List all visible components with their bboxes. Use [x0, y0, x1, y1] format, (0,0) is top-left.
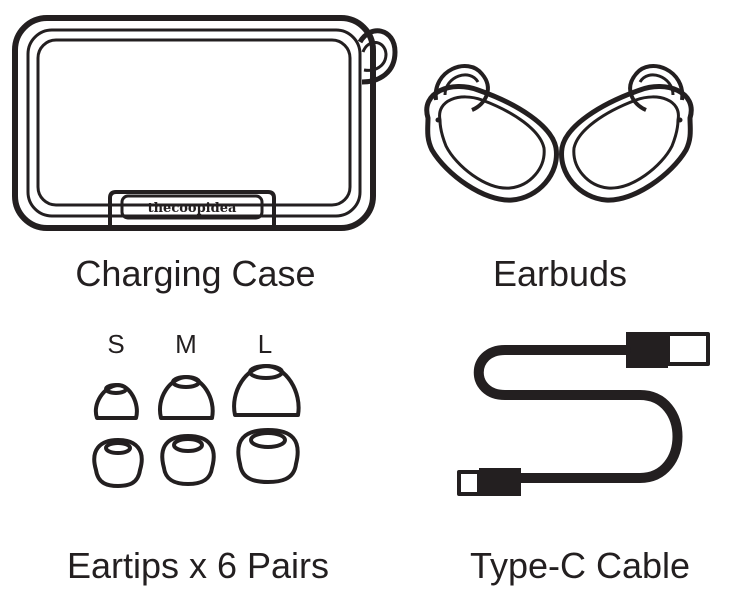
size-label-s: S — [107, 329, 125, 359]
left-earbud-icon — [424, 64, 559, 203]
eartip-m-bottom — [160, 434, 216, 486]
eartip-m-top — [157, 375, 215, 420]
size-label-l: L — [257, 329, 273, 359]
eartips-label: Eartips x 6 Pairs — [66, 545, 330, 586]
eartip-s-bottom — [92, 438, 144, 488]
eartip-s-top — [93, 383, 139, 420]
usb-c-cable-icon — [457, 332, 710, 496]
eartip-l-top — [232, 364, 301, 417]
eartip-l-bottom — [236, 428, 300, 484]
right-earbud-icon — [559, 64, 694, 203]
charging-case-label: Charging Case — [75, 253, 316, 294]
charging-case-icon — [12, 15, 398, 231]
eartips-icon — [92, 364, 301, 488]
case-brand-text: thecoopidea — [148, 201, 237, 216]
earbuds-label: Earbuds — [492, 253, 628, 294]
size-label-m: M — [175, 329, 197, 359]
cable-label: Type-C Cable — [469, 545, 691, 586]
